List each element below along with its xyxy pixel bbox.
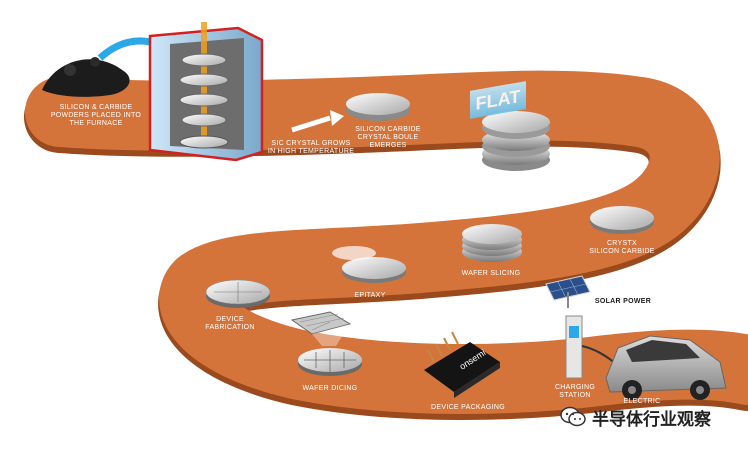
wechat-icon xyxy=(560,406,586,428)
label-wafer-slicing: WAFER SLICING xyxy=(461,270,521,277)
fabrication-wafer xyxy=(205,279,271,308)
powder-pile xyxy=(42,57,130,97)
crystx-wafer xyxy=(590,206,654,234)
wafer-slicing-stack xyxy=(462,224,522,262)
solar-panel xyxy=(545,275,591,308)
device-package xyxy=(424,331,500,398)
label-solar-power: SOLAR POWER xyxy=(594,298,652,305)
label-boule-emerges: SILICON CARBIDE CRYSTAL BOULE EMERGES xyxy=(355,126,421,149)
label-epitaxy: EPITAXY xyxy=(354,292,386,299)
boule xyxy=(346,93,410,121)
label-top-bottom: TOP & BOTTOM OF BOULE REMOVED & PRIMARY … xyxy=(554,158,636,181)
dicing-die xyxy=(290,311,352,346)
label-crystal-grows: SIC CRYSTAL GROWS IN HIGH TEMPERATURE FU… xyxy=(267,140,355,163)
grow-arrow xyxy=(291,115,331,133)
watermark-text: 半导体行业观察 xyxy=(592,409,711,430)
watermark: 半导体行业观察 xyxy=(560,404,711,430)
electric-car xyxy=(605,335,727,400)
label-powders: SILICON & CARBIDE POWDERS PLACED INTO TH… xyxy=(50,104,142,127)
boule-stack xyxy=(482,111,550,171)
dicing-wafer xyxy=(298,348,362,376)
label-device-packaging: DEVICE PACKAGING xyxy=(431,404,505,411)
furnace xyxy=(148,22,264,162)
label-wafer-dicing: WAFER DICING xyxy=(302,385,358,392)
label-charging-station: CHARGING STATION xyxy=(554,384,596,399)
label-crystx: CRYSTX SILICON CARBIDE xyxy=(589,240,655,255)
label-electric: ELECTRIC xyxy=(623,398,661,405)
epitaxy-wafer xyxy=(332,246,406,283)
label-device-fabrication: DEVICE FABRICATION xyxy=(205,316,255,331)
